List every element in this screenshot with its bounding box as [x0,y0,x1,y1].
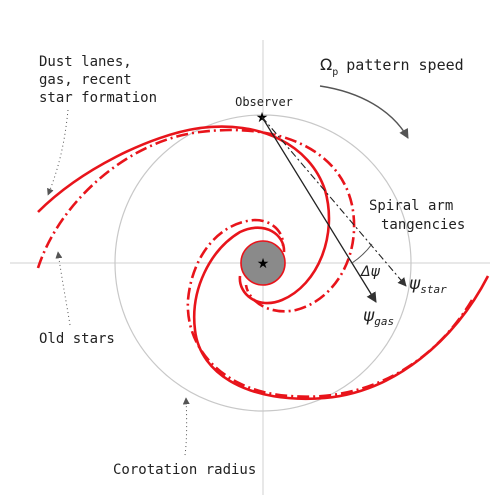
corotation-label: Corotation radius [113,462,256,478]
corotation-pointer [182,397,190,456]
star-arm-upper [36,128,356,313]
central-bulge [240,240,286,286]
dust-label-line2: gas, recent [39,72,132,88]
gas-tangency-line [261,116,377,303]
delta-psi-label: Δψ [360,264,381,280]
dust-pointer [47,109,69,196]
tangency-label-line1: Spiral arm [369,198,453,214]
star-tangency-line [261,116,407,287]
star-arm-lower [186,218,474,398]
dust-label-line3: star formation [39,90,157,106]
dust-label-line1: Dust lanes, [39,54,132,70]
rotation-arrow [319,85,409,139]
gas-arm-lower [192,226,490,401]
delta-psi-arc [351,243,373,264]
observer-label: Observer [235,95,293,109]
psi-gas-label: ψgas [363,306,394,328]
galactic-center-star-icon: ★ [257,257,270,272]
gas-arm-upper [37,125,331,305]
tangency-label-line2: tangencies [381,217,465,233]
psi-star-label: ψstar [409,274,447,296]
old-stars-label: Old stars [39,331,115,347]
corotation-circle [114,114,412,412]
